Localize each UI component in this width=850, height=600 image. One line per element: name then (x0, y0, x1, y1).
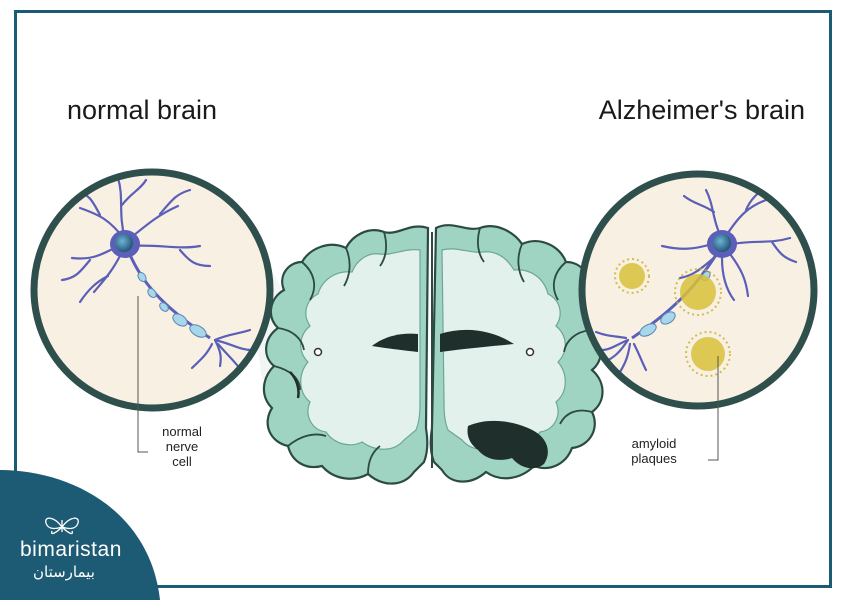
amyloid-plaque (691, 337, 725, 371)
logo-name-en: bimaristan (20, 538, 122, 561)
neuron-nucleus (115, 234, 133, 252)
amyloid-plaque (619, 263, 645, 289)
alzheimers-brain-title: Alzheimer's brain (598, 95, 805, 125)
zoom-point-right (525, 347, 535, 357)
amyloid-plaque (680, 274, 716, 310)
logo-name-ar: بيمارستان (33, 563, 95, 581)
zoom-point-left (313, 347, 323, 357)
plaques-label-line: amyloid (631, 436, 677, 451)
leader-line-plaques (708, 356, 719, 461)
left-ventricle (372, 333, 418, 352)
amyloid-plaques-cluster (614, 258, 731, 377)
butterfly-icon (45, 517, 79, 535)
nerve-label-line: cell (172, 454, 192, 469)
alzheimers-neuron-magnifier (578, 170, 818, 410)
leader-line-nerve-cell (137, 296, 148, 453)
normal-neuron-magnifier (30, 168, 274, 412)
right-enlarged-ventricle (440, 329, 514, 352)
nerve-label-line: normal (162, 424, 202, 439)
right-atrophy-cavity (467, 420, 548, 469)
brain-coronal-section (262, 224, 604, 485)
nerve-label-line: nerve (165, 439, 199, 454)
plaques-label-line: plaques (631, 451, 677, 466)
left-white-matter (300, 249, 421, 450)
normal-brain-title: normal brain (67, 95, 218, 125)
amyloid-plaques-label: amyloid plaques (614, 436, 694, 466)
outer-frame (14, 10, 832, 588)
normal-nerve-cell-label: normal nerve cell (147, 424, 217, 469)
logo-corner-shape (0, 470, 160, 600)
